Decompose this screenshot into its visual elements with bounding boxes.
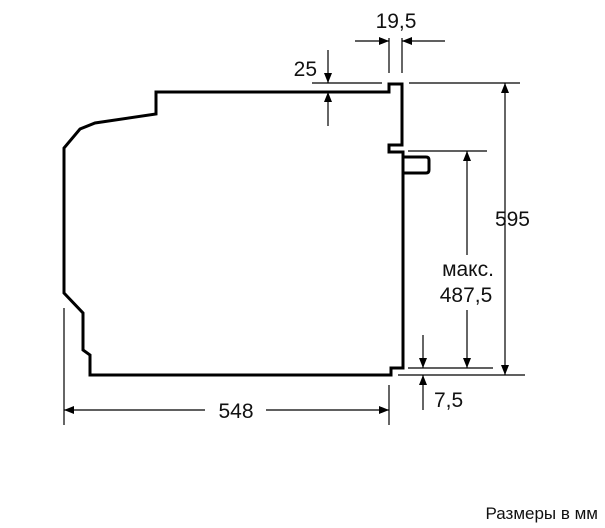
max-height-label: 487,5 — [440, 284, 493, 307]
max-label: макс. — [442, 258, 494, 281]
door-thickness-label: 19,5 — [376, 10, 417, 33]
depth-label: 548 — [218, 400, 253, 423]
depth-dimension: 548 — [63, 308, 390, 425]
top-offset-dimension: 25 — [294, 50, 520, 126]
top-offset-label: 25 — [294, 58, 317, 81]
bottom-offset-dimension: 7,5 — [419, 335, 463, 412]
height-label: 595 — [495, 208, 530, 231]
door-thickness-dimension: 19,5 — [355, 10, 445, 73]
bottom-offset-label: 7,5 — [434, 389, 463, 412]
oven-body-outline — [62, 82, 405, 377]
units-caption: Размеры в мм — [485, 504, 598, 523]
max-height-dimension: макс. 487,5 — [408, 150, 502, 369]
height-dimension: 595 — [398, 83, 530, 376]
door-handle — [403, 155, 431, 175]
